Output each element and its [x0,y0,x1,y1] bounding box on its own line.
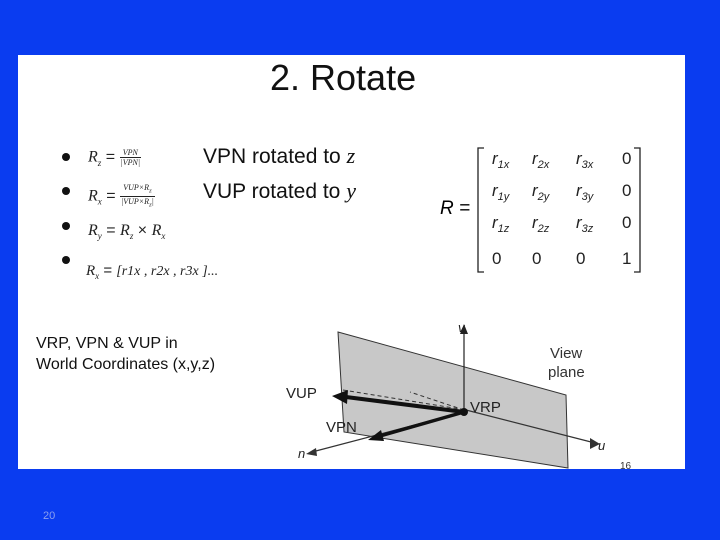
matrix-cell-r2c1: r1y [492,181,511,203]
vrp-point [460,408,468,416]
view-plane-diagram: v View plane VUP VRP VPN u n [286,320,605,469]
matrix-label: R = [440,198,470,219]
eq-times: × [137,222,148,239]
equation-rx: Rx = VUP×Rz |VUP×Rz| [88,183,155,209]
matrix-cells: r1x r2x r3x 0 r1y r2y r3y 0 r1z r2z r3z 0 0 0 0 1 [492,149,631,268]
matrix-cell-r4c1: 0 [492,249,501,268]
eq-sign: = [106,222,116,239]
matrix-cell-r3c2: r2z [532,213,550,235]
vup-arrowhead [332,390,348,404]
matrix-cell-r2c4: 0 [622,181,631,200]
u-label: u [598,438,605,453]
caption-line-2: World Coordinates (x,y,z) [36,356,216,373]
matrix-cell-r4c4: 1 [622,249,631,268]
world-coordinates-caption: VRP, VPN & VUP in World Coordinates (x,y… [36,333,276,375]
frac-den-text: |VUP×R [121,196,150,206]
eq-lhs-sub: x [97,196,102,207]
equation-ry: Ry = Rz × Rx [88,222,165,241]
matrix-cell-r4c2: 0 [532,249,541,268]
rotation-matrix: R = r1x r2x r3x 0 r1y r2y r3y 0 r1z r2z r3z 0 0 0 0 1 [440,147,641,273]
eq-lhs-sub: y [97,231,102,242]
eq-fraction: VUP×Rz |VUP×Rz| [120,183,155,209]
statement-vup: VUP rotated to y [203,178,356,204]
matrix-cell-r1c2: r2x [532,149,550,171]
matrix-cell-r1c3: r3x [576,149,594,171]
bullet-dot [62,256,70,264]
matrix-left-bracket [477,147,484,273]
page-number: 20 [43,510,56,522]
eq-lhs: R [88,222,98,239]
n-arrowhead [306,448,317,456]
frac-den-end: | [151,196,154,206]
eq-sign: = [106,187,116,205]
eq-row-vector: [r1x , r2x , r3x ]... [116,264,219,279]
eq-rhs-1: R [120,222,130,239]
vpn-arrowhead [368,430,384,441]
eq-lhs: R [88,148,98,166]
vup-vector [345,395,465,414]
matrix-cell-r3c4: 0 [622,213,631,232]
eq-rhs-sub-2: x [161,231,166,242]
matrix-cell-r4c3: 0 [576,249,585,268]
v-label: v [458,320,466,335]
eq-sign: = [105,148,116,166]
slide-title: 2. Rotate [270,57,417,98]
statement-vpn: VPN rotated to z [203,143,355,169]
eq-lhs: R [88,187,98,205]
eq-lhs-sub: z [97,157,102,168]
eq-sign: = [103,262,113,279]
matrix-cell-r3c1: r1z [492,213,510,235]
view-plane-label-2: plane [548,364,585,381]
eq-fraction: VPN |VPN| [119,148,142,167]
matrix-cell-r3c3: r3z [576,213,594,235]
frac-num-text: VUP×R [123,183,150,192]
matrix-cell-r2c3: r3y [576,181,595,203]
statement-var: z [346,143,356,168]
statement-text: VUP rotated to [203,180,347,203]
frac-denominator: |VPN| [120,158,141,167]
eq-lhs-sub: x [95,271,100,281]
u-axis [465,409,596,444]
frac-den-sub: z [149,201,152,209]
bullet-dot [62,153,70,161]
statement-var: y [346,178,356,203]
frac-numerator: VUP×Rz [120,183,155,197]
vpn-label: VPN [326,419,357,436]
eq-lhs: R [86,263,96,279]
frac-num-sub: z [149,187,152,195]
vrp-label: VRP [470,399,501,416]
eq-rhs-sub-1: z [129,231,134,242]
bullet-dot [62,222,70,230]
vpn-dashed-line [409,391,465,411]
statement-text: VPN rotated to [203,145,347,168]
view-plane-label-1: View [550,345,582,362]
caption-line-1: VRP, VPN & VUP in [36,335,178,352]
v-arrowhead [460,324,468,334]
matrix-cell-r2c2: r2y [532,181,551,203]
frac-denominator: |VUP×Rz| [120,197,155,210]
matrix-cell-r1c1: r1x [492,149,510,171]
matrix-cell-r1c4: 0 [622,149,631,168]
bullet-dot [62,187,70,195]
vup-label: VUP [286,385,317,402]
slide-source-number: 16 [620,461,632,472]
equation-rx-row: Rx = [r1x , r2x , r3x ]... [86,262,218,281]
eq-rhs-2: R [151,222,162,239]
matrix-right-bracket [634,147,641,273]
equation-rz: Rz = VPN |VPN| [88,148,142,168]
u-arrowhead [590,438,600,449]
frac-numerator: VPN [119,148,142,158]
n-label: n [298,446,305,461]
vpn-vector [379,410,465,438]
